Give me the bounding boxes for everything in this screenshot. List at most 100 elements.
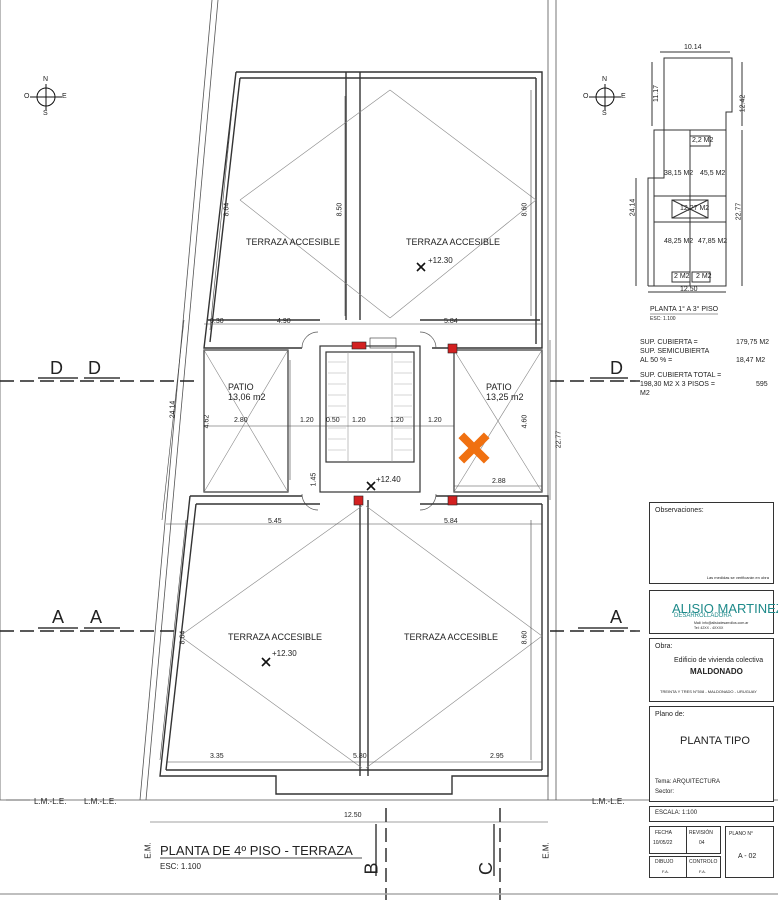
- dim-label: 5.84: [444, 518, 458, 525]
- dim-label: 3.35: [210, 753, 224, 760]
- obra-line1: Edificio de vivienda colectiva: [674, 657, 764, 664]
- axis-lines: [0, 380, 640, 900]
- dimension-lines: [6, 89, 600, 823]
- key-dim-left-top: 11.17: [653, 85, 660, 102]
- dibujo-label: DIBUJO: [655, 859, 674, 865]
- door-swings: [301, 331, 437, 511]
- compass-left: [30, 84, 62, 110]
- patio-east-area: 13,25 m2: [486, 392, 524, 402]
- observations-note: Las medidas se verificarán en obra: [706, 575, 769, 580]
- level-south: +12.30: [272, 649, 297, 658]
- move-cursor-icon: [458, 432, 490, 464]
- patio-west: [203, 349, 289, 493]
- key-plan-scale: ESC: 1.100: [650, 316, 676, 322]
- column: [447, 343, 458, 354]
- key-dim-right: 22.77: [735, 202, 743, 221]
- room-label-terrace-sw: TERRAZA ACCESIBLE: [228, 632, 323, 642]
- axis-label-d: D: [610, 358, 623, 378]
- dim-label: 0.30: [210, 318, 224, 325]
- dim-label: 4.90: [277, 318, 291, 325]
- obra-address: TREINTA Y TRES N°508 - MALDONADO - URUGU…: [660, 689, 757, 694]
- axis-label-d: D: [50, 358, 63, 378]
- dim-label: 0.50: [326, 417, 340, 424]
- dibujo-box: DIBUJO F.A.: [649, 856, 688, 878]
- compass-n-label-right: N: [602, 76, 608, 83]
- compass-s-label-right: S: [602, 110, 607, 117]
- key-area: 48,25 M2: [664, 238, 694, 245]
- dim-label: 5.80: [353, 753, 367, 760]
- company-contact: Mail: info@alisiodesarrollos.com.ar: [694, 621, 749, 625]
- plano-n-label: PLANO N°: [729, 831, 753, 837]
- key-area: 47,85 M2: [698, 238, 728, 245]
- dim-label: 1.20: [390, 417, 404, 424]
- patio-west-area: 13,06 m2: [228, 392, 266, 402]
- controlo-label: CONTROLO: [689, 859, 718, 865]
- south-terrace-diagonals: [179, 505, 543, 769]
- key-area: 12,27 M2: [680, 205, 710, 212]
- room-label-terrace-nw: TERRAZA ACCESIBLE: [246, 237, 341, 247]
- dim-label: 5.84: [444, 318, 458, 325]
- key-plan: [635, 51, 743, 293]
- company-name: ALISIO MARTINEZ: [672, 601, 778, 616]
- room-label-terrace-se: TERRAZA ACCESIBLE: [404, 632, 499, 642]
- key-dim-bottom: 12.50: [680, 286, 698, 293]
- dim-label: 22.77: [555, 430, 563, 449]
- observations-box: Observaciones: Las medidas se verificará…: [649, 502, 774, 584]
- sector-label: Sector:: [655, 789, 675, 795]
- company-sub: DESARROLLADORA: [674, 613, 732, 619]
- company-box: ALISIO MARTINEZ DESARROLLADORA Mail: inf…: [649, 590, 778, 634]
- fecha-label: FECHA: [655, 830, 672, 836]
- lm-le-label: L.M.-L.E.: [84, 797, 117, 806]
- key-area: 2,2 M2: [692, 137, 714, 144]
- lift-door: [369, 337, 397, 349]
- surface-label: SUP. SEMICUBIERTA: [640, 348, 710, 355]
- patio-east-name: PATIO: [486, 382, 512, 392]
- key-area: 2 M2: [674, 273, 690, 280]
- plano-label: Plano de:: [655, 711, 685, 718]
- axis-label-c: C: [476, 862, 496, 875]
- key-area: 45,5 M2: [700, 170, 726, 177]
- dim-label: 8.64: [179, 630, 187, 645]
- surface-label: AL 50 % =: [640, 357, 673, 364]
- north-terrace-diagonals: [239, 89, 537, 319]
- dim-label: 2.80: [234, 417, 248, 424]
- tema-label: Tema: ARQUITECTURA: [655, 779, 721, 785]
- obra-line2: MALDONADO: [690, 667, 743, 676]
- obra-box: Obra: Edificio de vivienda colectiva MAL…: [649, 638, 774, 702]
- surface-label: SUP. CUBIERTA TOTAL =: [640, 372, 722, 379]
- em-label: E.M.: [143, 842, 153, 859]
- lm-le-label: L.M.-L.E.: [34, 797, 67, 806]
- surface-value: 18,47 M2: [736, 357, 766, 364]
- fecha-box: FECHA 10/05/22: [649, 826, 688, 854]
- company-contact: Tel: 42XX - 4XXXX: [694, 626, 724, 630]
- dim-label: 1.45: [310, 472, 318, 487]
- south-block: [159, 495, 549, 795]
- axis-label-a: A: [52, 607, 65, 627]
- key-area: 2 M2: [696, 273, 712, 280]
- property-lines: [0, 0, 778, 801]
- surface-label: 198,30 M2 X 3 PISOS =: [640, 381, 715, 388]
- lm-le-label: L.M.-L.E.: [592, 797, 625, 806]
- dim-label: 24.14: [169, 400, 177, 419]
- compass-e-label: E: [62, 93, 67, 100]
- surface-label: SUP. CUBIERTA =: [640, 339, 698, 346]
- obra-label: Obra:: [655, 643, 673, 650]
- structural-columns: [351, 337, 458, 506]
- dim-label: 8.50: [336, 202, 344, 217]
- escala-label: ESCALA: 1:100: [655, 810, 698, 816]
- level-markers: [261, 262, 426, 667]
- surface-value: 179,75 M2: [736, 339, 770, 346]
- dim-label: 1.20: [300, 417, 314, 424]
- compass-s-label: S: [43, 110, 48, 117]
- dim-label: 2.95: [490, 753, 504, 760]
- main-scale: ESC: 1.100: [160, 862, 201, 871]
- patio-east: [453, 349, 543, 493]
- key-dim-left: 24.14: [629, 198, 637, 217]
- compass-n-label: N: [43, 76, 49, 83]
- axis-label-a: A: [610, 607, 623, 627]
- revision-label: REVISIÓN: [689, 830, 713, 836]
- dim-label: 8.64: [223, 202, 231, 217]
- compass-o-label: O: [24, 93, 30, 100]
- dim-label: 4.62: [203, 414, 211, 429]
